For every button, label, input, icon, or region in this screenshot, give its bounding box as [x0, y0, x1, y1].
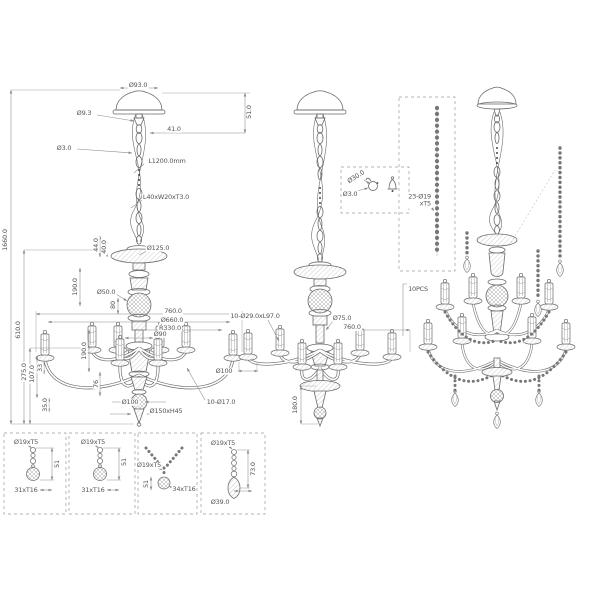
dim-ball-diameter: Ø50.0: [95, 287, 117, 296]
dim-275: 275.0: [19, 362, 28, 382]
dim-canopy-diameter: Ø93.0: [127, 80, 149, 89]
side-strands: [465, 146, 562, 302]
middle-chandelier: [238, 90, 402, 428]
detail-box-2: [68, 432, 136, 515]
detail4-bead-spec: Ø19xT5: [209, 438, 237, 447]
right-chain: [489, 111, 504, 235]
dim-stem-diameter: Ø100: [120, 397, 140, 406]
dim-chain-length: L1200.0mm: [147, 156, 187, 165]
dim-total-height: 1660.0: [0, 228, 9, 252]
detail2-bead-spec: Ø19xT5: [79, 437, 107, 446]
pendant-icon: [387, 176, 398, 192]
dim-107: 107.0: [27, 364, 36, 384]
dim-bobeche-diameter: Ø125.0: [145, 243, 171, 252]
middle-chain: [311, 113, 327, 263]
dim-canopy-height: 51.0: [244, 104, 253, 120]
detail3-bead-spec: Ø19xT5: [135, 460, 163, 469]
bead-garlands: [426, 310, 568, 394]
detail2-length: 51: [119, 457, 128, 467]
dim-candle-sleeve-spec: 10-Ø29.0xL97.0: [229, 311, 281, 320]
dim-hook-wire-diameter: Ø3.0: [341, 189, 359, 198]
right-chandelier: [418, 86, 576, 429]
dim-40: 40.0: [99, 239, 108, 255]
dim-diameter-660: Ø660.0: [159, 315, 185, 324]
dim-44: 44.0: [91, 237, 100, 253]
detail3-length: 51: [141, 479, 150, 489]
dim-80: 80: [108, 300, 117, 310]
hook-detail-box: [340, 166, 410, 214]
dim-radius-330: R330.0: [158, 323, 182, 332]
bead-strand-sample-box: [398, 96, 456, 272]
garland-qty-leader: [402, 283, 407, 336]
dim-arm-holes: 10-Ø17.0: [205, 397, 237, 406]
label-garland-quantity: 10PCS: [407, 284, 429, 293]
dim-hub-diameter: Ø90: [152, 329, 168, 338]
detail1-bead-spec: Ø19xT5: [12, 437, 40, 446]
dim-33: 33: [35, 363, 44, 373]
dim-bottom-height-180: 180.0: [290, 395, 299, 415]
detail-box-4: [200, 432, 266, 515]
detail-box-3: [137, 432, 198, 515]
dim-link-spec: L40xW20xT3.0: [141, 192, 191, 201]
detail1-length: 51: [52, 459, 61, 469]
dim-finial-size: Ø150xH45: [148, 406, 184, 415]
dim-76: 76: [91, 379, 100, 389]
dim-column-height: 190.0: [70, 277, 79, 297]
dim-body-height: 610.0: [13, 320, 22, 340]
detail4-drop-diameter: Ø39.0: [209, 497, 231, 506]
middle-dimension-lines: [237, 319, 411, 425]
dim-spread-760-middle: 760.0: [342, 322, 362, 331]
dim-candle-height: 190.0: [79, 341, 88, 361]
detail2-part-spec: 31xT16: [80, 485, 106, 494]
dim-offset-41: 41.0: [166, 124, 182, 133]
left-chain: [130, 113, 146, 245]
dim-cup-diameter-100: Ø100: [214, 366, 234, 375]
detail3-part-spec: 34xT16: [171, 484, 197, 493]
dim-wire-diameter: Ø3.0: [55, 143, 73, 152]
dim-spread-760: 760.0: [163, 306, 183, 315]
dim-top-diameter-75: Ø75.0: [331, 313, 353, 322]
dim-bead-strand-spec: 23-Ø19 xT5: [400, 193, 432, 209]
detail-box-1: [3, 432, 67, 515]
dim-loop-diameter: Ø9.3: [75, 108, 93, 117]
dim-35: 35.0: [40, 397, 49, 413]
left-chandelier: [35, 90, 243, 427]
detail4-length: 73.0: [248, 461, 257, 477]
detail1-part-spec: 31xT16: [13, 485, 39, 494]
left-dimension-lines: [9, 86, 250, 425]
